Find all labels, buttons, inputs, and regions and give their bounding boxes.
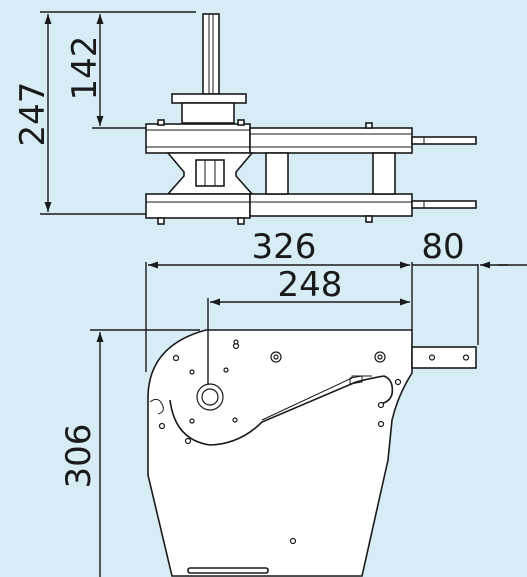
bolt <box>365 215 373 223</box>
bolt <box>237 217 245 225</box>
upper-arm <box>249 127 413 154</box>
dim-326-label: 326 <box>252 227 317 267</box>
shaft <box>202 13 220 95</box>
upper-plate <box>145 123 251 154</box>
bolt <box>365 122 373 129</box>
pulley-core <box>195 159 225 187</box>
bottom-slot <box>187 567 269 574</box>
mounting-tab <box>411 346 477 369</box>
side-view-dimensions: 247 142 <box>13 11 196 215</box>
dim-248-label: 248 <box>278 265 343 305</box>
bolt <box>157 217 165 225</box>
hub <box>181 102 235 124</box>
spring-hook <box>149 398 164 415</box>
lower-bracket <box>411 200 477 209</box>
post-right <box>372 152 396 195</box>
tab-hole <box>428 354 436 361</box>
bolt <box>237 119 245 126</box>
lower-arm <box>249 193 413 217</box>
post-left <box>265 152 289 195</box>
drive-arm <box>169 375 394 446</box>
dim-306-label: 306 <box>59 424 99 489</box>
bolt <box>157 119 165 126</box>
lower-plate <box>145 193 251 219</box>
shaft-hole <box>201 388 219 406</box>
plan-view-dimensions: 326 80 248 306 <box>59 227 527 577</box>
tab-hole <box>462 354 470 361</box>
dim-247-label: 247 <box>13 82 53 147</box>
housing-outline <box>147 329 413 577</box>
small-hole <box>172 354 180 362</box>
dim-142-label: 142 <box>65 36 105 101</box>
plan-view <box>147 329 477 577</box>
top-flange <box>171 93 247 104</box>
upper-bracket <box>411 136 477 145</box>
side-view <box>145 13 477 225</box>
dim-80-label: 80 <box>421 227 464 267</box>
